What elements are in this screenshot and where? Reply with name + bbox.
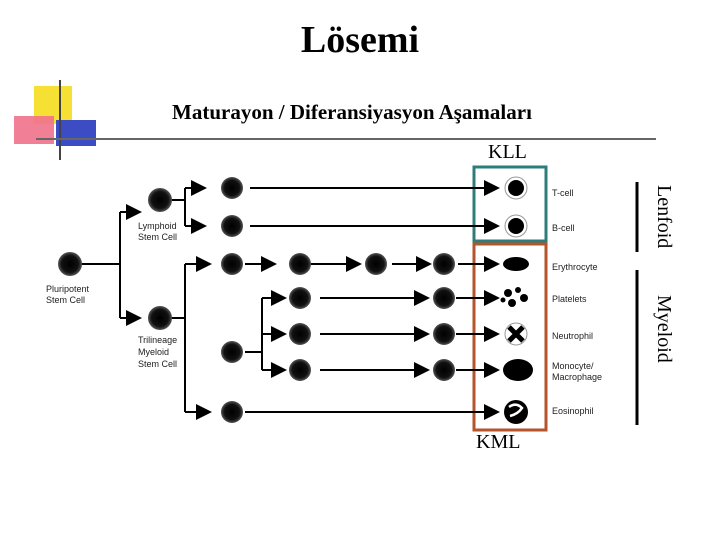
myeloid-progenitor	[289, 287, 311, 309]
erythroid-progenitor	[433, 253, 455, 275]
b-cell-nucleus	[508, 218, 524, 234]
erythrocyte-label: Erythrocyte	[552, 262, 598, 272]
myeloid-progenitor	[433, 323, 455, 345]
lymphoid-stem-cell	[148, 188, 172, 212]
t-cell-nucleus	[508, 180, 524, 196]
platelets-label: Platelets	[552, 294, 587, 304]
monocyte-label-2: Macrophage	[552, 372, 602, 382]
pluripotent-label-1: Pluripotent	[46, 284, 90, 294]
b-cell-label: B-cell	[552, 223, 575, 233]
neutrophil-label: Neutrophil	[552, 331, 593, 341]
myeloid-stem-cell	[148, 306, 172, 330]
monocyte-label-1: Monocyte/	[552, 361, 594, 371]
myeloid-progenitor	[289, 323, 311, 345]
lymphoid-progenitor	[221, 177, 243, 199]
lymphoid-progenitor	[221, 215, 243, 237]
erythroid-progenitor	[221, 253, 243, 275]
myeloid-label-3: Stem Cell	[138, 359, 177, 369]
lymphoid-label-1: Lymphoid	[138, 221, 177, 231]
monocyte-cell	[503, 359, 533, 381]
myeloid-label-1: Trilineage	[138, 335, 177, 345]
platelets-cells	[501, 287, 529, 307]
lymphoid-label-2: Stem Cell	[138, 232, 177, 242]
pluripotent-stem-cell	[58, 252, 82, 276]
myeloid-progenitor	[221, 341, 243, 363]
myeloid-progenitor	[433, 287, 455, 309]
myeloid-progenitor	[289, 359, 311, 381]
eosinophil-label: Eosinophil	[552, 406, 594, 416]
neutrophil-cell	[505, 323, 527, 345]
myeloid-progenitor	[433, 359, 455, 381]
pluripotent-label-2: Stem Cell	[46, 295, 85, 305]
eosinophil-progenitor	[221, 401, 243, 423]
t-cell-label: T-cell	[552, 188, 574, 198]
erythrocyte-cell	[503, 257, 529, 271]
eosinophil-cell	[504, 400, 528, 424]
erythroid-progenitor	[289, 253, 311, 275]
myeloid-label-2: Myeloid	[138, 347, 169, 357]
erythroid-progenitor	[365, 253, 387, 275]
